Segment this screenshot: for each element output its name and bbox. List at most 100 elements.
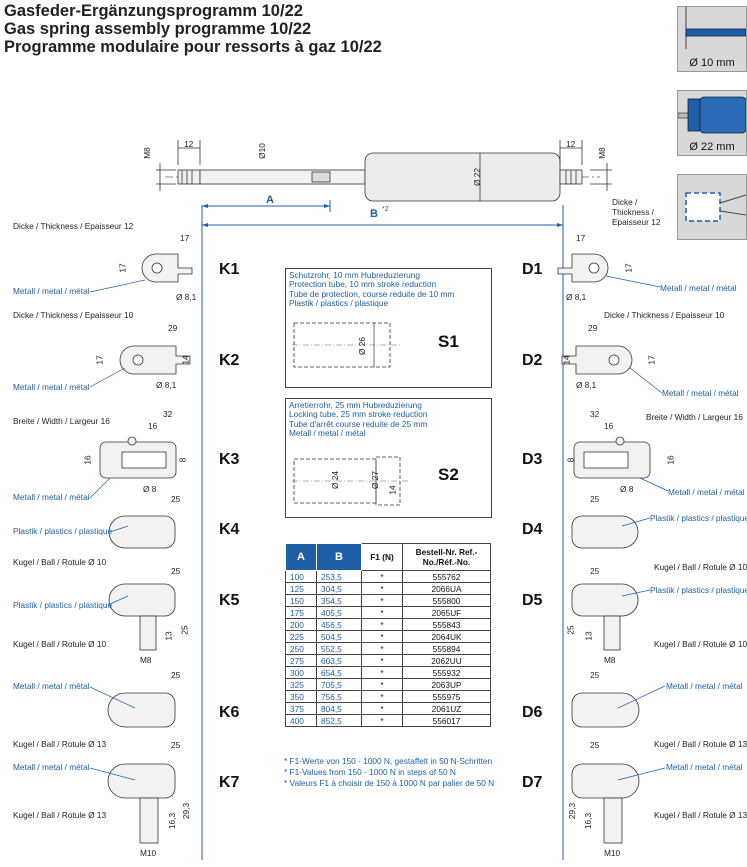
cell-f1: * [361,570,403,583]
code-k3: K3 [219,451,240,468]
d7-material-label: Metall / metal / métal [666,762,743,772]
k5-dim-m8: M8 [140,655,152,665]
d2-thickness-label: Dicke / Thickness / Epaisseur 10 [604,310,725,320]
code-d5: D5 [522,592,543,609]
d7-dim-29-3: 29,3 [567,802,578,820]
k7-dim-25: 25 [171,740,181,750]
cell-f1: * [361,606,403,619]
cell-a: 200 [285,618,317,631]
page-title-block: Gasfeder-Ergänzungsprogramm 10/22 Gas sp… [4,2,382,56]
note-en: * F1-Values from 150 - 1000 N in steps o… [284,767,456,777]
d3-material-label: Metall / metal / métal [668,487,745,497]
col-ref: Bestell-Nr. Ref.-No./Réf.-No. [402,543,491,571]
dim-m8-right: M8 [596,147,607,159]
code-k6: K6 [219,704,240,721]
k2-dim-17: 17 [94,355,105,365]
k4-ball-label: Kugel / Ball / Rotule Ø 10 [13,557,107,567]
k7-material-label: Metall / metal / métal [13,762,90,772]
cell-ref: 2063UP [402,678,491,691]
note-de: * F1-Werte von 150 - 1000 N, gestaffelt … [284,756,493,766]
cell-f1: * [361,582,403,595]
d4-material-label: Plastik / plastics / plastique [650,513,747,523]
k2-dim-hole: Ø 8,1 [156,380,177,390]
k5-dim-25-top: 25 [171,566,181,576]
k3-dim-32: 32 [163,409,173,419]
d2-material-label: Metall / metal / métal [662,388,739,398]
k1-thickness-label: Dicke / Thickness / Epaisseur 12 [13,221,134,231]
k3-dim-8: 8 [177,457,188,463]
code-k7: K7 [219,774,240,791]
d1-dim-17-side: 17 [623,263,634,273]
d6-dim-25: 25 [590,670,600,680]
s2-box: Arretierrohr, 25 mm Hubreduzierung Locki… [285,398,492,518]
d6-material-label: Metall / metal / métal [666,681,743,691]
k1-dim-17-top: 17 [180,233,190,243]
s1-line: Protection tube, 10 mm stroke reduction [289,279,437,290]
k7-ball-label: Kugel / Ball / Rotule Ø 13 [13,810,107,820]
k7-dim-29-3: 29,3 [181,802,192,820]
s1-tube-drawing [292,322,402,368]
cell-ref: 555932 [402,666,491,679]
d3-width-label: Breite / Width / Largeur 16 [646,412,743,422]
k6-material-label: Metall / metal / métal [13,681,90,691]
cell-ref: 2065UF [402,606,491,619]
code-d7: D7 [522,774,543,791]
s2-line: Locking tube, 25 mm stroke reduction [289,409,428,420]
k3-dim-16-top: 16 [148,421,158,431]
cell-b: 654,5 [316,666,362,679]
s2-dim-d27: Ø 27 [370,471,380,489]
cell-ref: 2066UA [402,582,491,595]
cell-a: 150 [285,594,317,607]
d1-thickness-line: Epaisseur 12 [612,217,661,227]
rod-diameter-panel: Ø 10 mm [677,6,747,72]
tube-icon [678,96,746,134]
rod-diameter-label: Ø 10 mm [689,57,735,69]
fitting-icon [685,192,746,222]
title-fr: Programme modulaire pour ressorts à gaz … [4,38,382,56]
code-d6: D6 [522,704,543,721]
d7-dim-m10: M10 [604,848,621,858]
d5-dim-25-top: 25 [590,566,600,576]
cell-b: 405,5 [316,606,362,619]
order-table: A B F1 (N) Bestell-Nr. Ref.-No./Réf.-No.… [285,543,491,727]
cell-b: 705,5 [316,678,362,691]
dim-d10: Ø10 [256,143,267,159]
d1-dim-hole: Ø 8,1 [566,292,587,302]
cell-b: 456,5 [316,618,362,631]
note-fr: * Valeurs F1 à choisir de 150 à 1000 N p… [284,778,495,788]
d3-dim-16-top: 16 [604,421,614,431]
cell-f1: * [361,618,403,631]
s1-line: Plastik / plastics / plastique [289,297,389,308]
cell-b: 804,5 [316,702,362,715]
d5-dim-25-side: 25 [565,625,576,635]
d3-dim-16-side: 16 [665,455,676,465]
s2-description: Arretierrohr, 25 mm Hubreduzierung Locki… [289,400,428,438]
cell-f1: * [361,594,403,607]
d4-ball-label: Kugel / Ball / Rotule Ø 10 [654,562,747,572]
k3-dim-16-side: 16 [82,455,93,465]
cell-f1: * [361,642,403,655]
k6-ball-label: Kugel / Ball / Rotule Ø 13 [13,739,107,749]
d3-dim-8: 8 [565,457,576,463]
k2-thickness-label: Dicke / Thickness / Epaisseur 10 [13,310,134,320]
code-d3: D3 [522,451,543,468]
k3-dim-hole: Ø 8 [143,484,157,494]
cell-ref: 556017 [402,714,491,727]
cell-b: 354,5 [316,594,362,607]
cell-a: 250 [285,642,317,655]
d5-dim-13: 13 [583,631,594,641]
rod-icon [685,7,746,49]
cell-f1: * [361,702,403,715]
k6-dim-25: 25 [171,670,181,680]
d2-dim-17: 17 [646,355,657,365]
cell-a: 175 [285,606,317,619]
d1-material-label: Metall / metal / métal [660,283,737,293]
